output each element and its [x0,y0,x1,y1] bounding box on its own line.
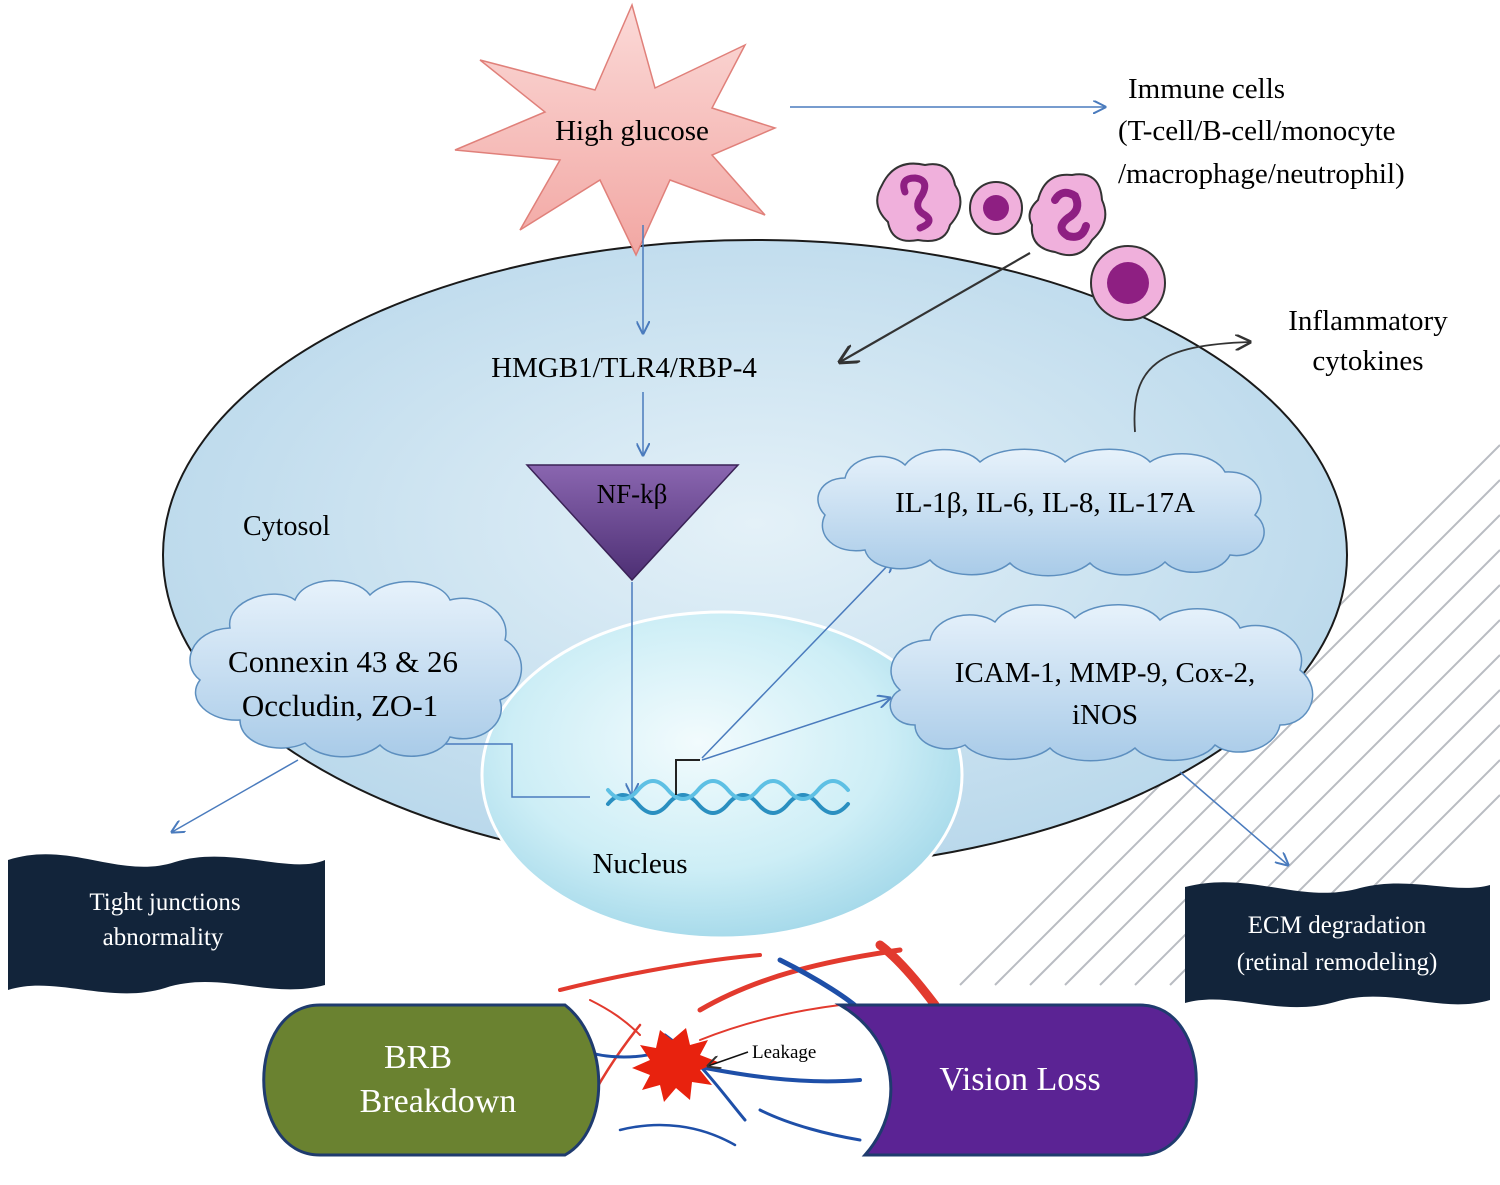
arrow-immune-to-receptor [840,252,1031,362]
ecm-degradation-line1: ECM degradation [1248,912,1427,939]
nfkb-label: NF-kβ [597,479,668,509]
tight-junctions-line2: abnormality [103,924,224,951]
nucleus [480,610,964,940]
arrow-gene-to-interleukins [701,560,893,759]
leakage-arrow [708,1051,749,1066]
brb-line1: BRB [384,1039,452,1076]
arrow-junctions-to-abnormality [172,759,299,832]
interleukins-cloud [817,448,1265,577]
inflammatory-cytokines-line2: cytokines [1312,345,1423,377]
ecm-degradation-banner [1185,882,1490,1008]
immune-cells-types-line2: /macrophage/neutrophil) [1118,158,1405,190]
high-glucose-label: High glucose [555,115,709,147]
inflammatory-cytokines-line1: Inflammatory [1288,305,1448,337]
vision-loss-label: Vision Loss [939,1061,1100,1098]
immune-cells-types-line1: (T-cell/B-cell/monocyte [1118,115,1396,147]
arrow-gene-to-junctions [420,744,590,798]
nfkb-triangle [525,464,740,582]
ecm-degradation-line2: (retinal remodeling) [1237,949,1438,976]
tight-junctions-banner [8,854,325,994]
junction-proteins-line1: Connexin 43 & 26 [228,644,458,679]
immune-cells-title: Immune cells [1128,73,1285,105]
adhesion-mmp-line2: iNOS [1072,699,1138,731]
immune-cell-monocyte-icon [1028,173,1107,256]
cytosol-label: Cytosol [243,511,330,542]
leakage-label: Leakage [752,1042,816,1063]
receptor-label: HMGB1/TLR4/RBP-4 [491,352,757,384]
dna-helix-icon [606,779,850,815]
immune-cell-neutrophil-icon [876,162,962,242]
vision-loss-pill [834,1003,1198,1157]
high-glucose-star [454,2,778,257]
junction-proteins-line2: Occludin, ZO-1 [242,688,438,723]
nucleus-label: Nucleus [592,848,687,880]
arrow-gene-to-adhesion [701,698,890,761]
arrow-adhesion-to-ecm [1179,771,1288,865]
junction-proteins-cloud [189,579,522,758]
adhesion-mmp-line1: ICAM-1, MMP-9, Cox-2, [955,657,1256,689]
arrow-interleukins-to-cytokines [1133,342,1250,433]
immune-cell-lymphocyte-icon [969,181,1023,235]
adhesion-mmp-cloud [889,604,1314,762]
interleukins-label: IL-1β, IL-6, IL-8, IL-17A [895,487,1195,519]
brb-line2: Breakdown [360,1083,517,1120]
leakage-splash-icon [632,1028,718,1102]
brb-breakdown-pill [262,1003,601,1157]
immune-cell-macrophage-icon [1090,245,1166,321]
retinal-vessels [558,940,940,1147]
tight-junctions-line1: Tight junctions [89,889,240,916]
transcription-start-icon [675,759,700,795]
